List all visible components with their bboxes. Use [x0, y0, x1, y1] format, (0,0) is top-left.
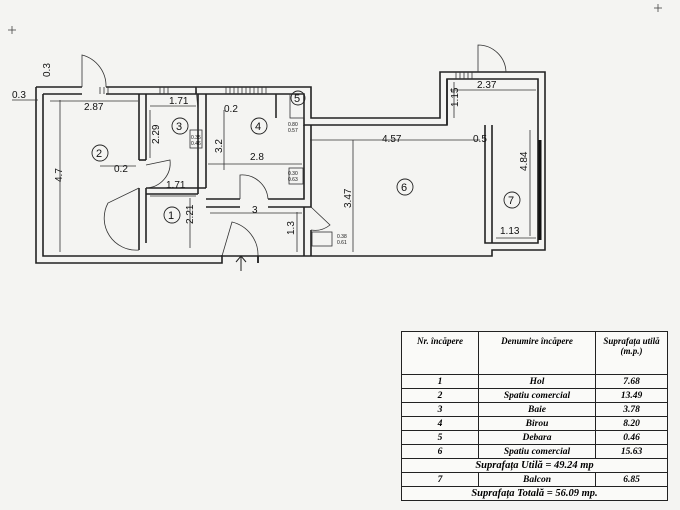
header-nr: Nr. încăpere: [401, 331, 479, 375]
row-nr: 3: [401, 402, 479, 417]
dim-2.8: 2.8: [250, 152, 264, 163]
small-dim-0.38: 0.38: [337, 234, 347, 240]
row-name: Baie: [478, 402, 596, 417]
row-name: Hol: [478, 374, 596, 389]
small-dim-0.30: 0.30: [288, 171, 298, 177]
room-5-label: 5: [294, 93, 300, 105]
dim-0.3-left: 0.3: [12, 90, 26, 101]
row-nr: 2: [401, 388, 479, 403]
table-row: 2 Spatiu comercial 13.49: [401, 388, 668, 403]
row-nr: 7: [401, 472, 479, 487]
row-nr: 1: [401, 374, 479, 389]
entrance-arrow-icon: [235, 255, 247, 271]
grand-total-row: Suprafața Totală = 56.09 mp.: [401, 486, 668, 501]
windows: [99, 72, 473, 94]
small-dim-0.61: 0.61: [337, 240, 347, 246]
dim-1.71-mid: 1.71: [166, 180, 186, 191]
closets: [189, 93, 333, 247]
row-area: 8.20: [595, 416, 668, 431]
rooms-table: Nr. încăpere Denumire încăpere Suprafața…: [401, 331, 668, 501]
row-area: 3.78: [595, 402, 668, 417]
table-header-row: Nr. încăpere Denumire încăpere Suprafața…: [401, 331, 668, 375]
room-3-label: 3: [176, 121, 182, 133]
dim-2.87: 2.87: [84, 102, 104, 113]
small-dim-0.80: 0.80: [288, 122, 298, 128]
row-area: 0.46: [595, 430, 668, 445]
doors: [81, 44, 507, 257]
row-name: Spatiu comercial: [478, 388, 596, 403]
row-name: Balcon: [478, 472, 596, 487]
table-row: 4 Birou 8.20: [401, 416, 668, 431]
table-row: 3 Baie 3.78: [401, 402, 668, 417]
table-row: 6 Spatiu comercial 15.63: [401, 444, 668, 459]
dim-1.71-top: 1.71: [169, 96, 189, 107]
interior-walls: [138, 79, 493, 256]
dim-1.15: 1.15: [450, 87, 461, 107]
dim-3.47: 3.47: [343, 188, 354, 208]
row-name: Spatiu comercial: [478, 444, 596, 459]
small-dim-0.35: 0.35: [191, 135, 201, 141]
dim-0.3-top: 0.3: [42, 63, 53, 77]
row-area: 6.85: [595, 472, 668, 487]
dimension-lines: [12, 82, 536, 252]
grand-total: Suprafața Totală = 56.09 mp.: [401, 486, 668, 501]
dim-2.37: 2.37: [477, 80, 497, 91]
room-1-label: 1: [168, 210, 174, 222]
table-row: 5 Debara 0.46: [401, 430, 668, 445]
dim-3.2: 3.2: [214, 139, 225, 153]
dim-0.2-left: 0.2: [114, 164, 128, 175]
table-row: 7 Balcon 6.85: [401, 472, 668, 487]
header-area: Suprafața utilă (m.p.): [595, 331, 668, 375]
small-dim-0.57: 0.57: [288, 128, 298, 134]
small-dim-0.46: 0.46: [191, 141, 201, 147]
table-row: 1 Hol 7.68: [401, 374, 668, 389]
dim-4.57: 4.57: [382, 134, 402, 145]
row-area: 7.68: [595, 374, 668, 389]
util-total: Suprafața Utilă = 49.24 mp: [401, 458, 668, 473]
header-name: Denumire încăpere: [478, 331, 596, 375]
row-nr: 4: [401, 416, 479, 431]
dim-1.3: 1.3: [286, 221, 297, 235]
row-name: Birou: [478, 416, 596, 431]
dim-4.84: 4.84: [519, 151, 530, 171]
row-nr: 5: [401, 430, 479, 445]
room-6-label: 6: [401, 182, 407, 194]
row-name: Debara: [478, 430, 596, 445]
small-dim-0.63: 0.63: [288, 177, 298, 183]
corner-marks: [8, 4, 662, 34]
row-nr: 6: [401, 444, 479, 459]
util-total-row: Suprafața Utilă = 49.24 mp: [401, 458, 668, 473]
dim-3: 3: [252, 205, 258, 216]
dim-0.2-top: 0.2: [224, 104, 238, 115]
row-area: 13.49: [595, 388, 668, 403]
dim-2.21: 2.21: [185, 204, 196, 224]
dim-2.29: 2.29: [151, 124, 162, 144]
dim-4.7: 4.7: [54, 168, 65, 182]
room-2-label: 2: [96, 148, 102, 160]
dim-1.13: 1.13: [500, 226, 520, 237]
row-area: 15.63: [595, 444, 668, 459]
room-markers: 1 2 3 4 5 6 7: [91, 90, 521, 224]
room-7-label: 7: [508, 195, 514, 207]
dim-0.5: 0.5: [473, 134, 487, 145]
room-4-label: 4: [255, 121, 261, 133]
